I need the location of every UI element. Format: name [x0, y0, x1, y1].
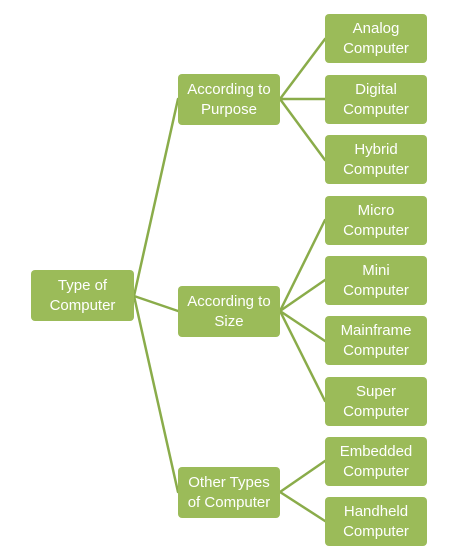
- leaf-node-digital: Digital Computer: [325, 75, 427, 124]
- leaf-label: Micro Computer: [343, 201, 409, 239]
- connector-line: [132, 97, 180, 298]
- category-node-purpose: According to Purpose: [178, 74, 280, 125]
- root-node: Type of Computer: [31, 270, 134, 321]
- category-label: According to Purpose: [187, 80, 271, 118]
- category-label: According to Size: [187, 292, 271, 330]
- connector-line: [132, 294, 180, 494]
- leaf-node-hybrid: Hybrid Computer: [325, 135, 427, 184]
- connector-line: [278, 97, 327, 162]
- connector-line: [132, 294, 180, 313]
- leaf-label: Handheld Computer: [343, 502, 409, 540]
- leaf-label: Digital Computer: [343, 80, 409, 118]
- category-label: Other Types of Computer: [187, 473, 271, 511]
- leaf-label: Mini Computer: [343, 261, 409, 299]
- leaf-node-super: Super Computer: [325, 377, 427, 426]
- connector-line: [278, 490, 327, 523]
- leaf-label: Analog Computer: [343, 19, 409, 57]
- connector-line: [278, 309, 327, 343]
- leaf-label: Embedded Computer: [339, 442, 413, 480]
- connector-line: [278, 37, 327, 101]
- leaf-node-embedded: Embedded Computer: [325, 437, 427, 486]
- leaf-label: Hybrid Computer: [343, 140, 409, 178]
- leaf-node-micro: Micro Computer: [325, 196, 427, 245]
- leaf-node-mini: Mini Computer: [325, 256, 427, 305]
- leaf-label: Super Computer: [343, 382, 409, 420]
- leaf-node-handheld: Handheld Computer: [325, 497, 427, 546]
- root-label: Type of Computer: [49, 276, 116, 314]
- connector-line: [278, 459, 327, 494]
- connector-line: [278, 309, 327, 403]
- category-node-other: Other Types of Computer: [178, 467, 280, 518]
- connector-line: [278, 278, 327, 313]
- category-node-size: According to Size: [178, 286, 280, 337]
- leaf-label: Mainframe Computer: [340, 321, 412, 359]
- connector-line: [278, 218, 327, 313]
- leaf-node-mainframe: Mainframe Computer: [325, 316, 427, 365]
- leaf-node-analog: Analog Computer: [325, 14, 427, 63]
